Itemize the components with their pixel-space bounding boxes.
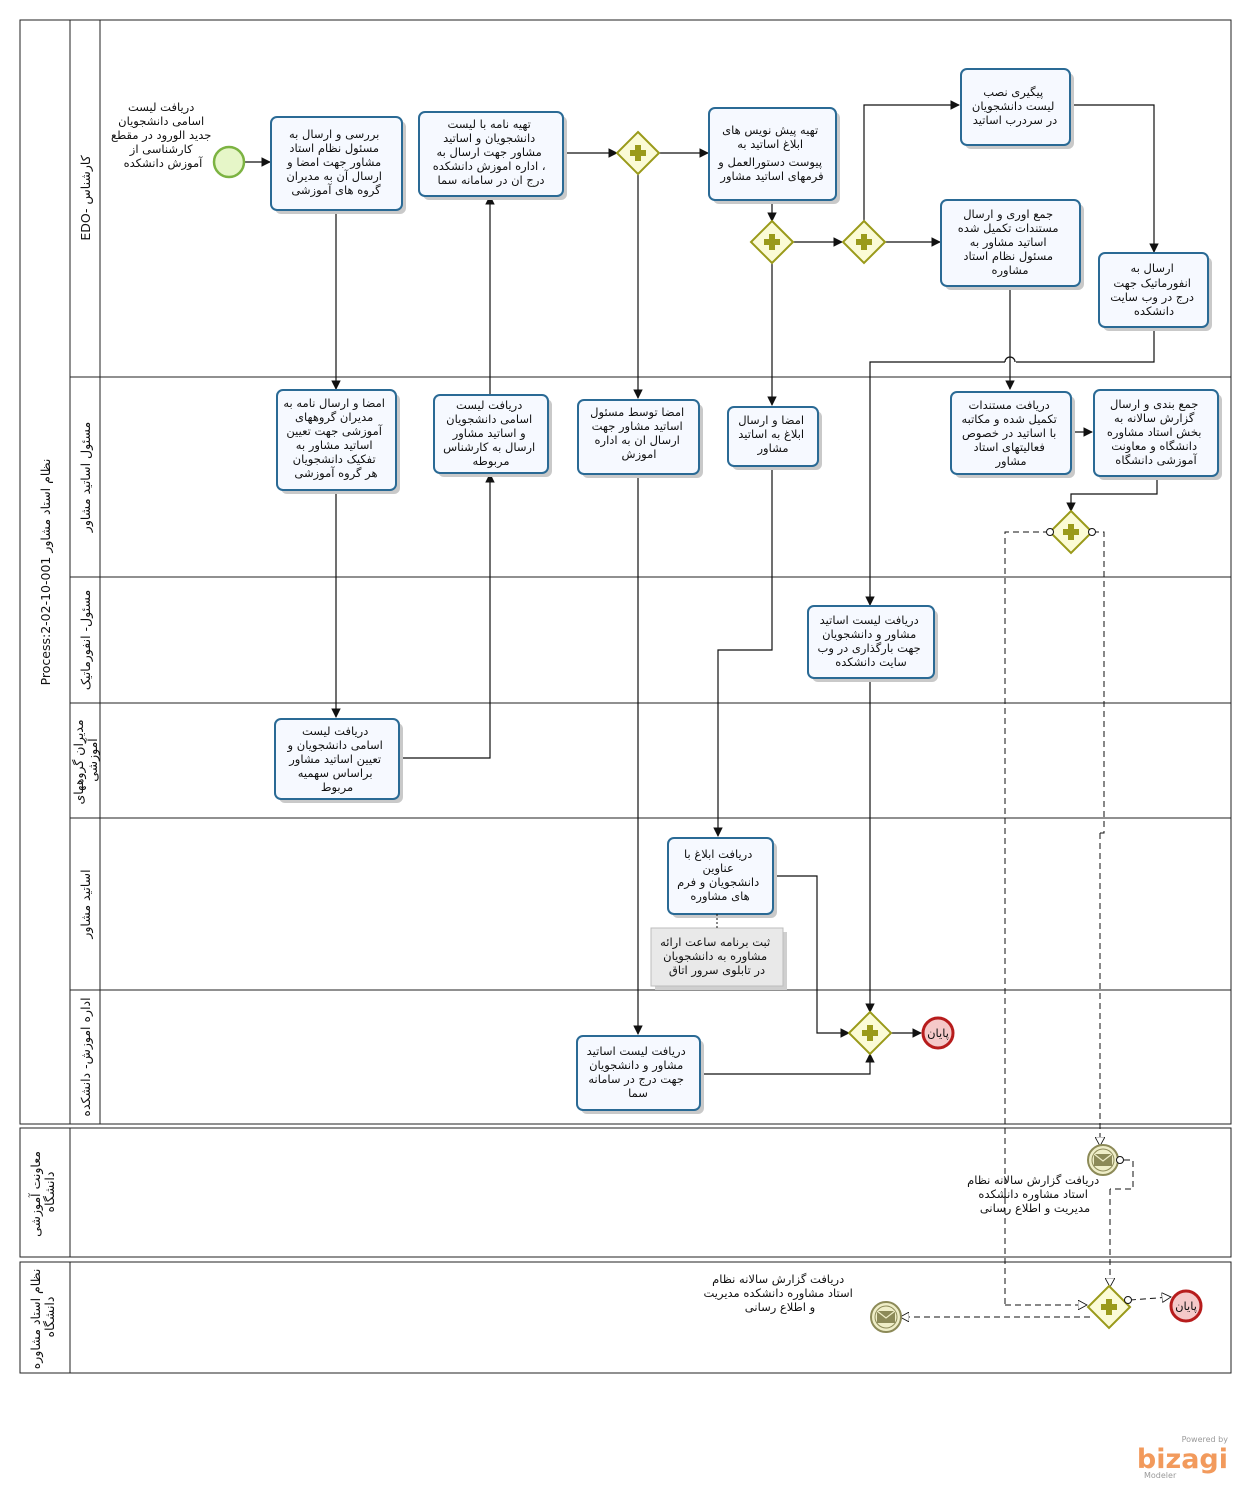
svg-text:ثبت برنامه ساعت ارائه مش: ثبت برنامه ساعت ارائه مشاوره به دانشجویا…	[660, 935, 774, 978]
lane-informatics-label: مسئول- انفورماتیک	[78, 590, 94, 690]
task-sign-send-letter-text: امضا و ارسال نامه به مدیران گروههای آموز…	[283, 396, 388, 481]
task-collect-documents-text: جمع اوری و ارسال مستندات تکمیل شده اساتی…	[958, 207, 1062, 278]
task-annual-report[interactable]: جمع بندی و ارسال گزارش سالانه به بخش است…	[1093, 389, 1222, 480]
parallel-gateway-2[interactable]	[749, 219, 795, 265]
task-follow-install-list-text: پیگیری نصب لیست دانشجویان در سردرب اساتی…	[972, 85, 1058, 128]
annotation-note: ثبت برنامه ساعت ارائه مشاوره به دانشجویا…	[650, 914, 787, 990]
sequence-flows	[244, 100, 1159, 1075]
message-event-vice-label: دریافت گزارش سالانه نظام استاد مشاوره دا…	[967, 1173, 1103, 1216]
task-upload-website[interactable]: دریافت لیست اساتید مشاور و دانشجویان جهت…	[807, 605, 938, 682]
task-collect-documents[interactable]: جمع اوری و ارسال مستندات تکمیل شده اساتی…	[940, 199, 1084, 290]
svg-text:دریافت گزارش سالانه نظام: دریافت گزارش سالانه نظام استاد مشاوره دا…	[967, 1173, 1103, 1216]
svg-text:دریافت گزارش سالانه نظام: دریافت گزارش سالانه نظام استاد مشاوره دا…	[703, 1272, 856, 1315]
bizagi-logo: Powered by bizagi Modeler	[1137, 1435, 1228, 1480]
svg-text:پایان: پایان	[927, 1026, 949, 1040]
start-event-label: دریافت لیست اسامی دانشجویان جدید الورود …	[111, 100, 215, 171]
main-pool: Process:2-02-10-001 نظام استاد مشاور EDO…	[19, 19, 1232, 1125]
task-review-send[interactable]: بررسی و ارسال به مسئول نظام استاد مشاور …	[270, 116, 406, 214]
task-receive-documents-text: دریافت مستندات تکمیل شده و مکاتبه با اسا…	[961, 398, 1060, 469]
pool-vice-label: معاونت آموزشی دانشگاه	[28, 1147, 57, 1237]
parallel-gateway-6[interactable]	[1086, 1284, 1132, 1330]
task-assign-advisors-text: دریافت لیست اسامی دانشجویان و تعیین اسات…	[287, 724, 387, 795]
task-sign-send-letter[interactable]: امضا و ارسال نامه به مدیران گروههای آموز…	[276, 389, 400, 494]
task-receive-notice-text: دریافت ابلاغ با عناوین دانشجویان و فرم ه…	[677, 847, 763, 904]
svg-text:Powered by: Powered by	[1182, 1435, 1229, 1444]
end-event-main[interactable]: پایان	[921, 1016, 955, 1050]
task-draft-notices-text: تهیه پیش نویس های ابلاغ اساتید به پیوست …	[717, 123, 825, 184]
task-register-sama-text: دریافت لیست اساتید مشاور و دانشجویان جهت…	[587, 1044, 690, 1100]
svg-text:Modeler: Modeler	[1144, 1471, 1177, 1480]
task-register-sama[interactable]: دریافت لیست اساتید مشاور و دانشجویان جهت…	[576, 1035, 704, 1114]
task-upload-website-text: دریافت لیست اساتید مشاور و دانشجویان جهت…	[818, 613, 925, 669]
task-review-send-text: بررسی و ارسال به مسئول نظام استاد مشاور …	[286, 127, 386, 198]
task-receive-notice[interactable]: دریافت ابلاغ با عناوین دانشجویان و فرم ه…	[667, 837, 777, 918]
end-event-univ[interactable]: پایان	[1169, 1289, 1203, 1323]
task-receive-list-supervisor-text: دریافت لیست اسامی دانشجویان و اساتید مشا…	[443, 398, 539, 469]
parallel-gateway-5[interactable]	[847, 1010, 893, 1056]
parallel-gateway-4[interactable]	[1046, 509, 1096, 555]
lane-group-heads-label: مدیران گروههای آموزشی	[71, 715, 101, 804]
task-supervisor-sign[interactable]: امضا توسط مسئول اساتید مشاور جهت ارسال ا…	[577, 399, 703, 478]
task-draft-notices[interactable]: تهیه پیش نویس های ابلاغ اساتید به پیوست …	[708, 107, 840, 204]
lane-education-office-label: اداره اموزش- دانشکده	[78, 997, 94, 1116]
lane-advisors-label: اساتید مشاور	[78, 869, 94, 939]
svg-text:bizagi: bizagi	[1137, 1444, 1228, 1475]
task-annual-report-text: جمع بندی و ارسال گزارش سالانه به بخش است…	[1107, 397, 1205, 468]
start-event[interactable]	[212, 145, 246, 179]
parallel-gateway-1[interactable]	[615, 130, 661, 176]
vice-pool: معاونت آموزشی دانشگاه	[19, 1127, 1232, 1258]
process-title: Process:2-02-10-001 نظام استاد مشاور	[38, 459, 54, 686]
lane-supervisor-label: مسئول اساتید مشاور	[78, 422, 94, 533]
task-supervisor-sign-text: امضا توسط مسئول اساتید مشاور جهت ارسال ا…	[590, 405, 688, 462]
task-send-to-informatics-text: ارسال به انفورماتیک جهت درج در وب سایت د…	[1110, 261, 1197, 318]
message-event-vice[interactable]	[1087, 1144, 1124, 1176]
task-receive-documents[interactable]: دریافت مستندات تکمیل شده و مکاتبه با اسا…	[950, 391, 1075, 478]
task-sign-send-notice-text: امضا و ارسال ابلاغ به اساتید مشاور	[738, 413, 808, 456]
parallel-gateway-3[interactable]	[841, 219, 887, 265]
task-receive-list-supervisor[interactable]: دریافت لیست اسامی دانشجویان و اساتید مشا…	[433, 394, 552, 477]
task-send-to-informatics[interactable]: ارسال به انفورماتیک جهت درج در وب سایت د…	[1098, 252, 1212, 331]
task-sign-send-notice[interactable]: امضا و ارسال ابلاغ به اساتید مشاور	[727, 406, 822, 470]
task-assign-advisors[interactable]: دریافت لیست اسامی دانشجویان و تعیین اسات…	[274, 718, 403, 803]
task-prepare-letter-text: تهیه نامه با لیست دانشجویان و اساتید مشا…	[433, 117, 550, 188]
task-prepare-letter[interactable]: تهیه نامه با لیست دانشجویان و اساتید مشا…	[418, 111, 567, 200]
pool-univ-label: نظام استاد مشاوره دانشگاه	[28, 1265, 57, 1370]
task-follow-install-list[interactable]: پیگیری نصب لیست دانشجویان در سردرب اساتی…	[960, 68, 1074, 149]
message-event-univ-label: دریافت گزارش سالانه نظام استاد مشاوره دا…	[703, 1272, 856, 1315]
lane-edo-label: EDO- کارشناس	[78, 155, 94, 240]
message-event-univ[interactable]	[870, 1301, 902, 1333]
svg-text:پایان: پایان	[1175, 1299, 1197, 1313]
message-flows	[900, 531, 1171, 1317]
